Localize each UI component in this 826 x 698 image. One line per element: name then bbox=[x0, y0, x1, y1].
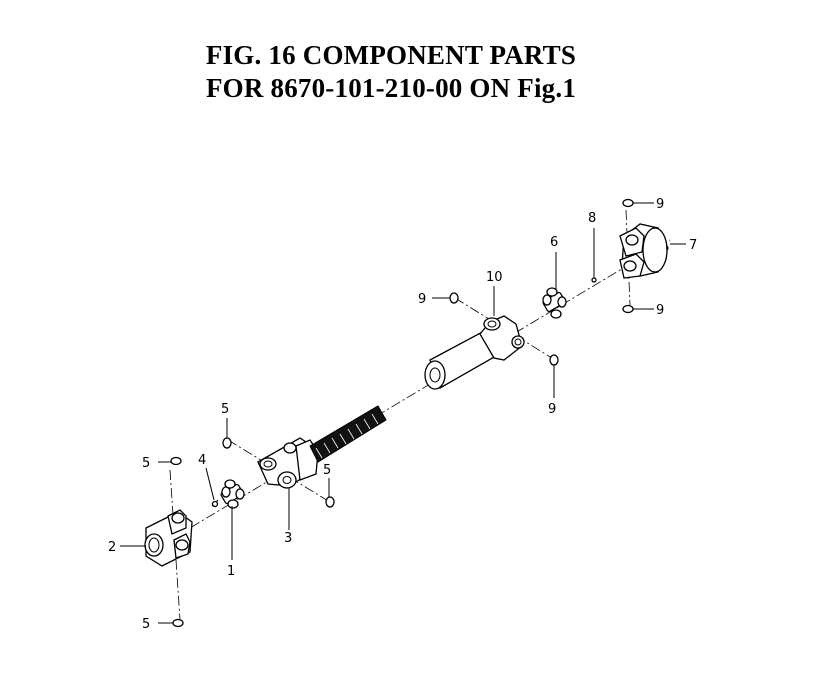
callout-9-top: 9 bbox=[656, 197, 664, 212]
callout-4: 4 bbox=[198, 453, 206, 468]
snap-ring-9-right bbox=[622, 304, 634, 314]
callout-10: 10 bbox=[486, 270, 503, 285]
snap-ring-5-bottom bbox=[172, 618, 184, 628]
grease-fitting-lower bbox=[211, 499, 219, 508]
snap-ring-5-right bbox=[325, 496, 335, 508]
callout-1: 1 bbox=[227, 564, 235, 579]
splined-shaft-yoke bbox=[257, 405, 387, 489]
spider-cross-lower bbox=[220, 479, 245, 509]
callout-3: 3 bbox=[284, 531, 292, 546]
snap-ring-9-left bbox=[449, 292, 459, 304]
figure-title-line-1: FIG. 16 COMPONENT PARTS bbox=[205, 40, 577, 70]
snap-ring-5-top bbox=[170, 456, 182, 466]
callout-7: 7 bbox=[689, 238, 697, 253]
end-yoke-lower bbox=[144, 509, 193, 567]
callout-6: 6 bbox=[550, 235, 558, 250]
snap-ring-9-top bbox=[622, 198, 634, 208]
figure-title-line-2: FOR 8670-101-210-00 ON Fig.1 bbox=[205, 73, 577, 103]
callout-5-right: 5 bbox=[323, 463, 331, 478]
callout-9-lower: 9 bbox=[548, 402, 556, 417]
end-yoke-upper bbox=[619, 223, 669, 279]
callout-9-right: 9 bbox=[656, 303, 664, 318]
callout-5-mid: 5 bbox=[221, 402, 229, 417]
spider-cross-upper bbox=[542, 287, 567, 319]
leader-lines bbox=[120, 202, 686, 624]
snap-ring-5-mid bbox=[222, 437, 232, 449]
slip-yoke-tube bbox=[424, 315, 525, 390]
callout-9-left: 9 bbox=[418, 292, 426, 307]
callout-2: 2 bbox=[108, 540, 116, 555]
snap-ring-9-lower bbox=[549, 354, 559, 366]
callout-5-bottom: 5 bbox=[142, 617, 150, 632]
callout-8: 8 bbox=[588, 211, 596, 226]
shaft-centerline bbox=[159, 239, 671, 547]
upper-yoke-axis bbox=[625, 209, 631, 306]
grease-fitting-upper bbox=[591, 277, 597, 283]
callout-5-top: 5 bbox=[142, 456, 150, 471]
